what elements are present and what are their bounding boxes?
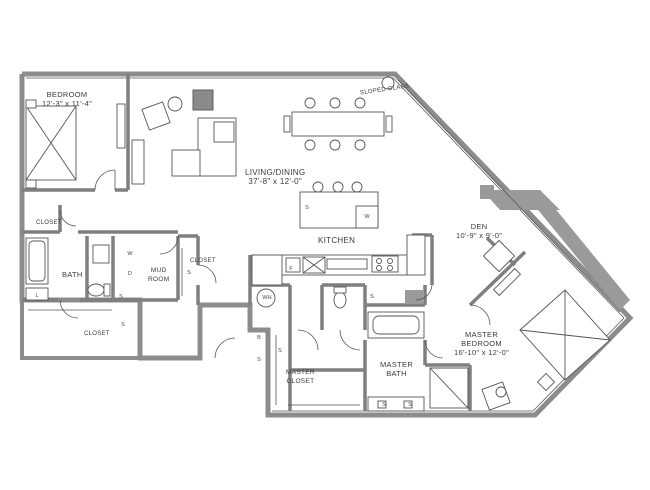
bedroom-size: 12'-3" x 11'-4": [42, 99, 93, 108]
master-closet-name: MASTER: [286, 369, 315, 376]
bath-label: BATH: [62, 270, 83, 279]
kitchen-counter: [251, 234, 426, 286]
mark-b-hall: B: [257, 335, 261, 341]
mark-s-bottom-closet: S: [121, 322, 125, 328]
mark-wh: WH: [262, 295, 272, 301]
mark-w-mud: W: [127, 251, 133, 257]
bottom-closet-walls: [20, 300, 142, 360]
window-thin: [397, 79, 621, 313]
bedroom-bed: [25, 99, 77, 189]
mark-w-island: W: [364, 214, 370, 220]
kitchen-island: [299, 181, 379, 229]
mark-d-mud: D: [128, 271, 132, 277]
den-name: DEN: [470, 222, 488, 231]
mark-s-hall: S: [257, 357, 261, 363]
dining-table: [283, 97, 393, 151]
den-label: DEN 10'-9" x 9'-0": [456, 222, 502, 240]
master-bedroom-name2: BEDROOM: [461, 339, 502, 348]
closet-bottom-label: CLOSET: [84, 331, 110, 337]
bedroom-label: BEDROOM 12'-3" x 11'-4": [42, 90, 92, 108]
mud-room-name2: ROOM: [148, 276, 170, 283]
master-bath-name2: BATH: [386, 369, 407, 378]
closets: [28, 248, 360, 406]
living-furniture: [116, 89, 237, 185]
master-bedroom-label: MASTER BEDROOM 16'-10" x 12'-0": [454, 330, 509, 357]
master-bedroom-size: 16'-10" x 12'-0": [454, 348, 510, 357]
sloped-glass-marker: [381, 76, 395, 90]
mark-s-mud: S: [119, 294, 123, 300]
den-size: 10'-9" x 9'-0": [456, 231, 503, 240]
door-swings: [59, 169, 491, 359]
mark-s-master-closet: S: [278, 348, 282, 354]
den-furniture: [482, 239, 522, 297]
living-size: 37'-8" x 12'-0": [248, 177, 303, 186]
master-bedroom-name: MASTER: [465, 330, 499, 339]
closet-bedroom-label: CLOSET: [36, 220, 62, 226]
mark-f-kitchen: F: [289, 266, 293, 272]
closet-hall-label: CLOSET: [190, 258, 216, 264]
living-name: LIVING/DINING: [245, 168, 306, 177]
mark-s-master-bath-2: S: [408, 402, 412, 408]
master-bath-label: MASTER BATH: [380, 360, 413, 378]
master-closet-label: MASTER CLOSET: [286, 368, 315, 386]
master-bath-name: MASTER: [380, 360, 414, 369]
interior-walls: [22, 74, 527, 411]
mark-s-master-bath: S: [382, 402, 386, 408]
living-label: LIVING/DINING 37'-8" x 12'-0": [245, 168, 305, 186]
bath-fixtures: [25, 237, 469, 412]
mud-room-label: MUD ROOM: [148, 266, 169, 284]
mark-s-island: S: [305, 205, 309, 211]
bedroom-name: BEDROOM: [46, 90, 88, 99]
gray-blocks: [405, 185, 494, 304]
window-band: [482, 190, 630, 310]
mark-s-kitchen: S: [370, 294, 374, 300]
mark-l-bath: L: [35, 293, 39, 299]
mud-room-name: MUD: [150, 267, 167, 274]
kitchen-label: KITCHEN: [318, 236, 356, 245]
master-closet-name2: CLOSET: [286, 378, 315, 385]
master-bed: [481, 289, 611, 411]
mark-s-closet: S: [187, 270, 191, 276]
